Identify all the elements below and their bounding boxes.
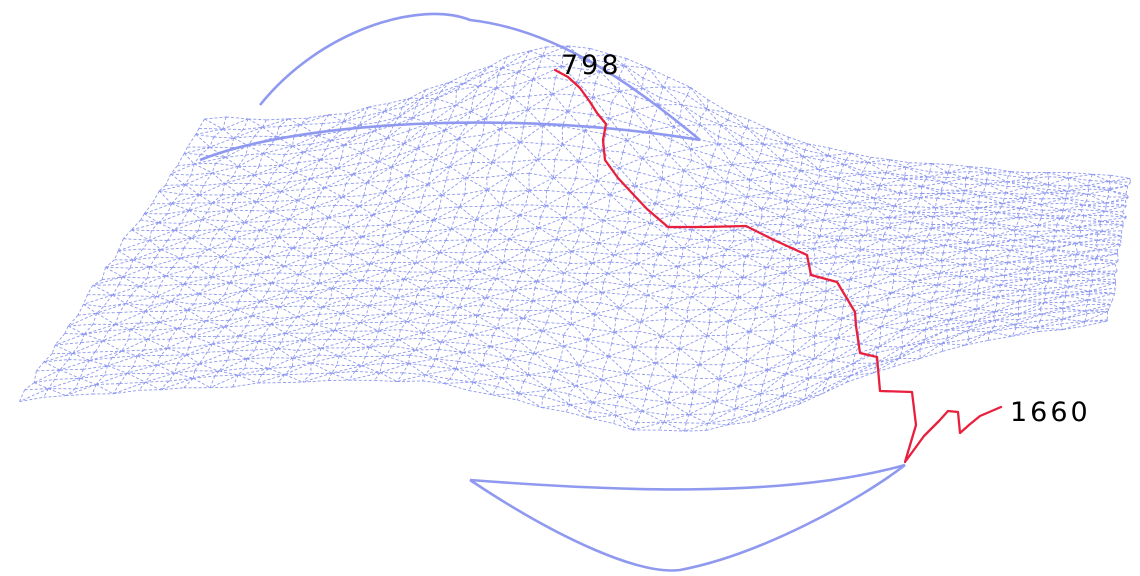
mesh-edge-lines: [19, 45, 1132, 432]
silhouette-curve: [258, 12, 701, 141]
start-vertex-label: 798: [561, 50, 622, 81]
silhouette-curve: [469, 463, 906, 491]
end-vertex-label: 1660: [1010, 397, 1091, 428]
mesh-silhouette-curves: [199, 12, 906, 572]
triangle-mesh-edges: [19, 45, 1132, 432]
silhouette-curve: [199, 121, 701, 162]
silhouette-curve: [469, 463, 906, 572]
shortest-path-line: [553, 68, 1003, 464]
